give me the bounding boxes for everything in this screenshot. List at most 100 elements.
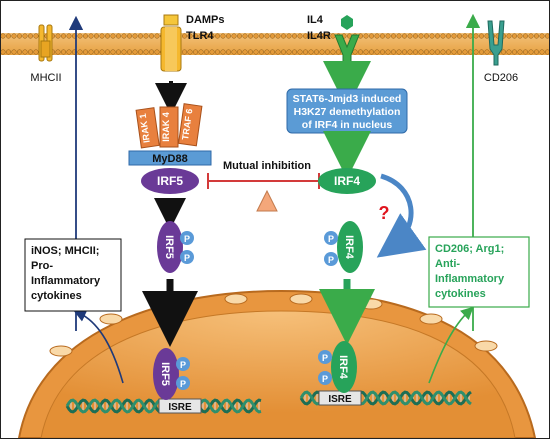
nucleus	[17, 289, 537, 438]
svg-text:P: P	[180, 379, 186, 389]
lipid-head	[401, 33, 408, 39]
lipid-head	[110, 49, 116, 55]
lipid-head	[462, 33, 468, 39]
lipid-head	[93, 33, 100, 39]
lipid-head	[154, 33, 160, 39]
irak1-block: IRAK 1	[135, 107, 160, 149]
lipid-head	[27, 33, 34, 39]
lipid-head	[236, 33, 243, 39]
lipid-head	[231, 33, 237, 39]
lipid-head	[511, 33, 518, 39]
lipid-head	[99, 49, 105, 55]
lipid-head	[60, 33, 67, 39]
lipid-head	[522, 49, 529, 55]
lipid-head	[385, 33, 391, 39]
nuclear-pore	[224, 293, 248, 305]
lipid-head	[55, 33, 61, 39]
unknown-mechanism-mark: ?	[379, 203, 390, 223]
svg-text:ISRE: ISRE	[168, 402, 192, 413]
lipid-head	[445, 49, 452, 55]
svg-text:P: P	[184, 253, 190, 263]
m1-gene-arrow	[73, 309, 124, 384]
m2-gene-arrow	[428, 306, 474, 384]
lipid-head	[121, 49, 127, 55]
isre-box-right: ISRE	[318, 390, 362, 406]
lipid-head	[308, 33, 314, 39]
lipid-head	[363, 33, 369, 39]
damps-label: DAMPs	[186, 14, 225, 26]
lipid-head	[264, 49, 270, 55]
lipid-head	[66, 33, 72, 39]
lipid-head	[324, 33, 331, 39]
lipid-head	[275, 33, 281, 39]
lipid-head	[192, 33, 199, 39]
svg-text:H3K27 demethylation: H3K27 demethylation	[294, 106, 401, 118]
lipid-head	[16, 49, 23, 55]
lipid-head	[5, 49, 12, 55]
lipid-head	[88, 33, 94, 39]
lipid-head	[225, 49, 232, 55]
lipid-head	[357, 49, 364, 55]
mhcii-label: MHCII	[30, 72, 61, 84]
lipid-head	[11, 33, 17, 39]
lipid-head	[148, 49, 155, 55]
lipid-head	[225, 33, 232, 39]
lipid-head	[412, 49, 419, 55]
lipid-head	[258, 33, 265, 39]
nuclear-pore	[49, 345, 73, 357]
lipid-head	[517, 33, 523, 39]
lipid-head	[82, 33, 89, 39]
lipid-head	[286, 49, 292, 55]
lipid-head	[203, 33, 210, 39]
lipid-head	[374, 33, 380, 39]
svg-text:P: P	[328, 255, 334, 265]
lipid-head	[418, 49, 424, 55]
lipid-head	[297, 49, 303, 55]
lipid-head	[220, 49, 226, 55]
nuclear-pore	[359, 298, 383, 310]
lipid-head	[1, 33, 6, 39]
lipid-head	[500, 49, 507, 55]
lipid-head	[55, 49, 61, 55]
lipid-head	[517, 49, 523, 55]
lipid-head	[330, 49, 336, 55]
lipid-head	[396, 49, 402, 55]
lipid-head	[181, 49, 188, 55]
lipid-head	[407, 33, 413, 39]
cd206-receptor	[487, 20, 505, 66]
lipid-head	[231, 49, 237, 55]
lipid-head	[187, 49, 193, 55]
tlr4-receptor	[160, 14, 182, 72]
lipid-head	[121, 33, 127, 39]
lipid-head	[126, 49, 133, 55]
lipid-head	[77, 33, 83, 39]
lipid-head	[478, 33, 485, 39]
lipid-head	[544, 33, 549, 39]
lipid-head	[253, 49, 259, 55]
nuclear-pore	[154, 299, 178, 311]
lipid-head	[539, 33, 545, 39]
lipid-head	[390, 33, 397, 39]
cell-membrane	[1, 33, 549, 55]
lipid-head	[390, 49, 397, 55]
lipid-head	[99, 33, 105, 39]
svg-text:MyD88: MyD88	[152, 153, 187, 165]
lipid-head	[269, 33, 276, 39]
svg-text:Pro-: Pro-	[31, 260, 53, 272]
svg-text:IRAK 1: IRAK 1	[138, 113, 152, 144]
lipid-head	[280, 33, 287, 39]
lipid-head	[154, 49, 160, 55]
lipid-head	[473, 33, 479, 39]
svg-text:cytokines: cytokines	[435, 288, 486, 300]
lipid-head	[363, 49, 369, 55]
lipid-head	[88, 49, 94, 55]
traf6-block: TRAF 6	[177, 103, 203, 147]
lipid-head	[286, 33, 292, 39]
lipid-head	[478, 49, 485, 55]
irf4-cytoplasm: IRF4	[318, 168, 376, 194]
lipid-head	[137, 49, 144, 55]
svg-text:Anti-: Anti-	[435, 258, 460, 270]
lipid-head	[324, 49, 331, 55]
lipid-head	[368, 49, 375, 55]
